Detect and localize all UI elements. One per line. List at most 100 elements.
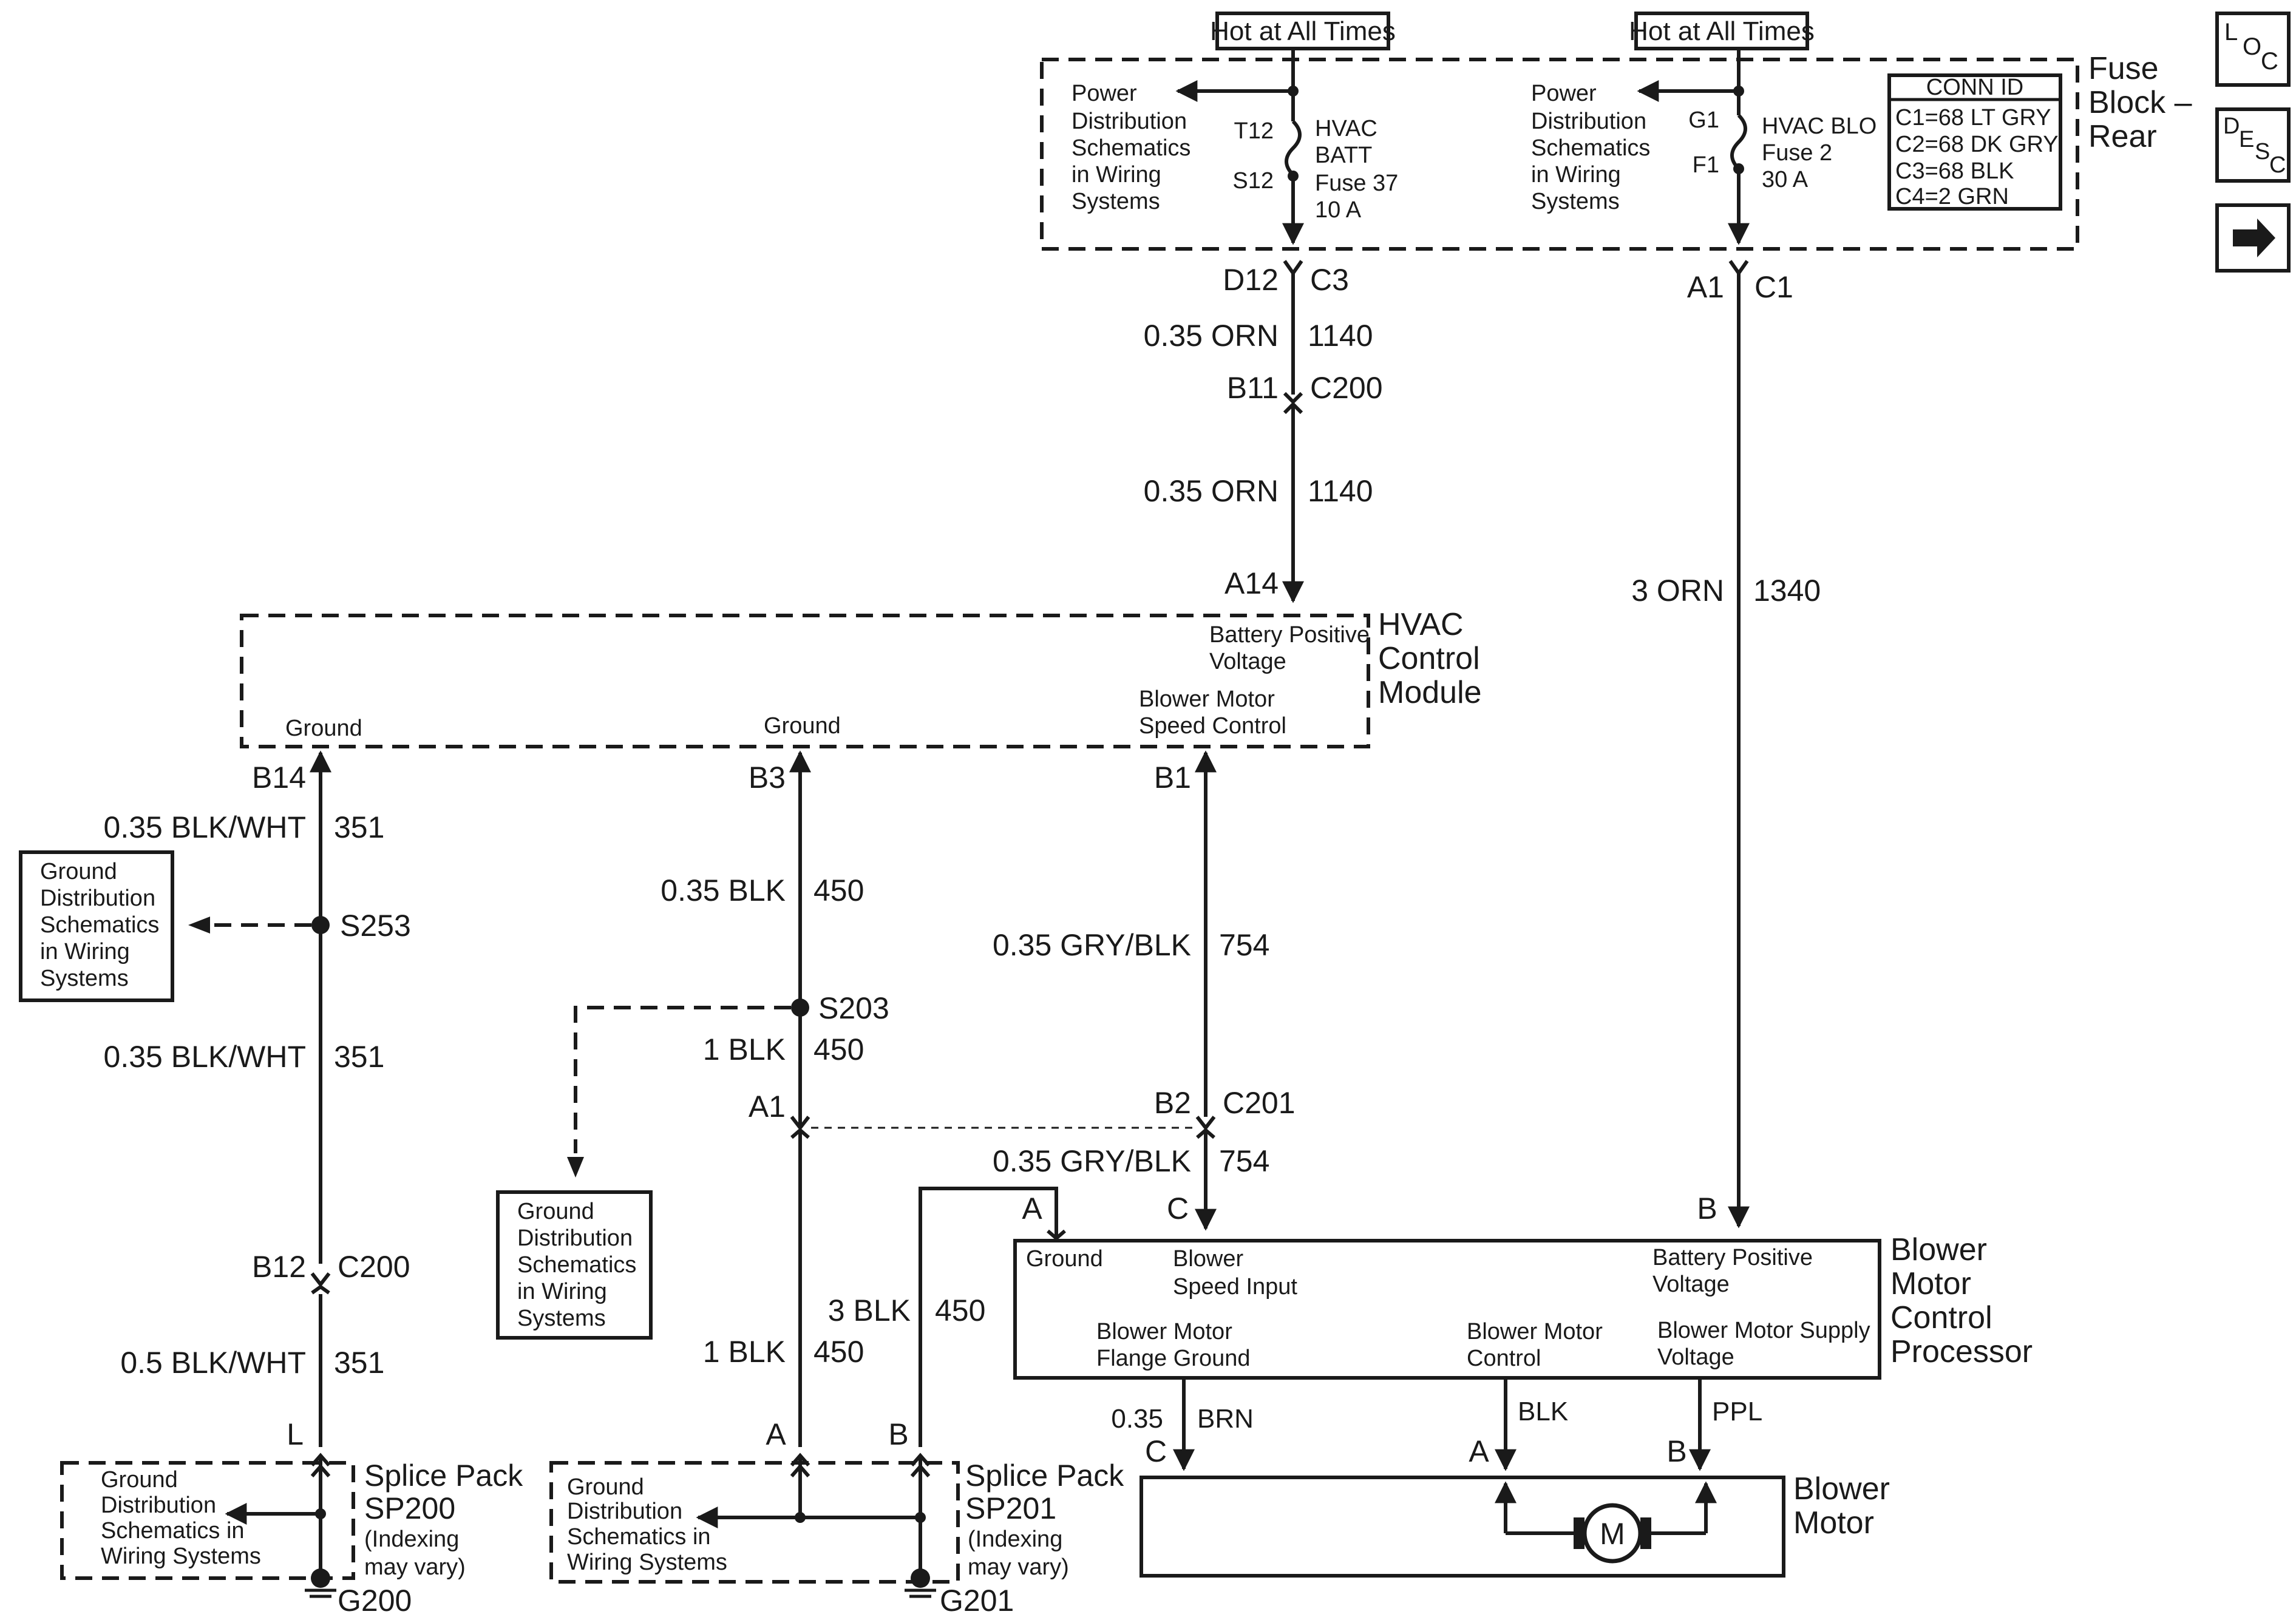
fuse-block-box: [1040, 58, 2079, 251]
sp201-ground-text: Ground Distribution Schematics in Wiring…: [567, 1474, 727, 1575]
wire-blk4-size: 1 BLK: [703, 1335, 786, 1369]
wire-blkwht2-size: 0.35 BLK/WHT: [104, 1040, 306, 1074]
splice-s203-label: S203: [818, 991, 889, 1025]
pin-b3: B3: [749, 761, 786, 795]
splice-s253: [311, 916, 330, 934]
splice-s253-label: S253: [340, 909, 411, 943]
wire-orn3-circuit: 1340: [1753, 574, 1821, 608]
bmcp-control-label: Blower Motor Control: [1467, 1319, 1609, 1371]
wire-grybk1-size: 0.35 GRY/BLK: [993, 928, 1191, 962]
ground-ref-mid-box: [496, 1190, 653, 1340]
motor-wire-brn-size: 0.35: [1111, 1404, 1163, 1434]
pin-b2: B2: [1154, 1086, 1191, 1120]
wire-grybk1-circuit: 754: [1219, 928, 1269, 962]
bmcp-pin-c: C: [1167, 1192, 1189, 1225]
motor-pin-b: B: [1666, 1434, 1686, 1468]
sp200-note: (Indexing may vary): [364, 1527, 466, 1580]
wire-blk2-size: 1 BLK: [703, 1032, 786, 1066]
bmcp-box: [1013, 1239, 1881, 1380]
bmcp-ground-label: Ground: [1026, 1246, 1103, 1272]
wire-blk4-circuit: 450: [813, 1335, 864, 1369]
pin-g1: G1: [1688, 107, 1719, 133]
wire-orn2-size: 0.35 ORN: [1144, 474, 1279, 508]
hvac-battery-label: Battery Positive Voltage: [1209, 622, 1376, 674]
ground-symbol-g200: [305, 1568, 336, 1598]
conn-id-table: CONN ID C1=68 LT GRY C2=68 DK GRY C3=68 …: [1887, 73, 2062, 211]
wire-blk3-size: 3 BLK: [828, 1293, 911, 1327]
ground-ref-left-text: Ground Distribution Schematics in Wiring…: [40, 859, 166, 991]
hvac-module-title: HVAC Control Module: [1378, 607, 1489, 710]
conn-c201: C201: [1223, 1086, 1296, 1120]
splice-s203: [791, 998, 809, 1017]
power-left-text: Power Distribution Schematics in Wiring …: [1072, 81, 1197, 214]
hot-left-label: Hot at All Times: [1210, 16, 1396, 46]
bmcp-speed-label: Blower Speed Input: [1173, 1246, 1297, 1300]
pin-b12: B12: [252, 1250, 306, 1284]
svg-text:E: E: [2239, 127, 2254, 152]
svg-text:C: C: [2261, 48, 2278, 75]
sp200-ground-text: Ground Distribution Schematics in Wiring…: [101, 1467, 261, 1569]
fuse2-text: HVAC BLO Fuse 2 30 A: [1762, 114, 1883, 192]
wire-blkwht3-size: 0.5 BLK/WHT: [120, 1346, 306, 1380]
conn-id-row: C3=68 BLK: [1895, 158, 2014, 184]
bmcp-pin-b: B: [1697, 1192, 1717, 1225]
pin-b11: B11: [1227, 371, 1279, 405]
hvac-module-box: [240, 614, 1370, 748]
motor-pin-c: C: [1145, 1434, 1167, 1468]
motor-wire-ppl-color: PPL: [1712, 1397, 1762, 1426]
conn-id-row: C1=68 LT GRY: [1895, 105, 2051, 131]
conn-c200-top: C200: [1310, 371, 1383, 405]
wire-blk2-circuit: 450: [813, 1032, 864, 1066]
g201-label: G201: [940, 1584, 1014, 1617]
sp201-title: Splice Pack SP201: [965, 1459, 1132, 1525]
hot-right-label: Hot at All Times: [1629, 16, 1815, 46]
wire-blkwht3-circuit: 351: [334, 1346, 384, 1380]
pin-a-sp201: A: [766, 1417, 786, 1451]
pin-b-sp201: B: [888, 1417, 908, 1451]
conn-id-title: CONN ID: [1926, 75, 2023, 100]
wire-blk1-size: 0.35 BLK: [661, 873, 786, 907]
wire-grybk2-circuit: 754: [1219, 1144, 1269, 1178]
svg-text:O: O: [2243, 33, 2261, 60]
wire-blkwht2-circuit: 351: [334, 1040, 384, 1074]
g200-label: G200: [338, 1584, 412, 1617]
hot-right-box: [1634, 12, 1809, 50]
pin-c3: C3: [1310, 263, 1349, 297]
wire-orn2-circuit: 1140: [1308, 474, 1373, 508]
splice-pack-sp201-box: [549, 1461, 960, 1584]
bmcp-pin-a: A: [1022, 1192, 1042, 1225]
svg-text:L: L: [2224, 19, 2238, 46]
bmcp-supply-label: Blower Motor Supply Voltage: [1657, 1318, 1877, 1370]
wire-blkwht1-size: 0.35 BLK/WHT: [104, 810, 306, 844]
desc-icon[interactable]: D E S C: [2215, 107, 2291, 183]
svg-text:S: S: [2255, 139, 2270, 164]
motor-symbol-icon: M: [1582, 1503, 1643, 1564]
sp201-note: (Indexing may vary): [968, 1527, 1069, 1580]
wire-blk3-circuit: 450: [935, 1293, 985, 1327]
motor-pin-a: A: [1469, 1434, 1489, 1468]
pin-s12: S12: [1232, 168, 1274, 194]
next-arrow-icon[interactable]: [2215, 203, 2291, 273]
pin-c1-top: C1: [1754, 270, 1793, 304]
bmcp-flange-label: Blower Motor Flange Ground: [1096, 1319, 1251, 1371]
blower-motor-title: Blower Motor: [1793, 1471, 1898, 1541]
pin-a14: A14: [1224, 566, 1279, 600]
pin-l: L: [287, 1417, 304, 1451]
motor-wire-brn-color: BRN: [1197, 1404, 1254, 1434]
pin-f1: F1: [1693, 152, 1719, 178]
bmcp-title: Blower Motor Control Processor: [1890, 1232, 2033, 1369]
pin-b1: B1: [1154, 761, 1191, 795]
hvac-ground-left: Ground: [285, 716, 362, 741]
svg-text:D: D: [2223, 114, 2240, 139]
pin-a1-mid: A1: [749, 1090, 786, 1124]
loc-icon[interactable]: L O C: [2215, 12, 2291, 87]
hot-left-box: [1215, 12, 1390, 50]
wire-orn1-size: 0.35 ORN: [1144, 319, 1279, 353]
ground-ref-left-box: [19, 850, 174, 1002]
svg-text:C: C: [2269, 152, 2286, 178]
bmcp-batt-label: Battery Positive Voltage: [1652, 1245, 1819, 1297]
pin-b14: B14: [252, 761, 306, 795]
power-right-text: Power Distribution Schematics in Wiring …: [1531, 81, 1657, 214]
wire-orn3-size: 3 ORN: [1631, 574, 1724, 608]
